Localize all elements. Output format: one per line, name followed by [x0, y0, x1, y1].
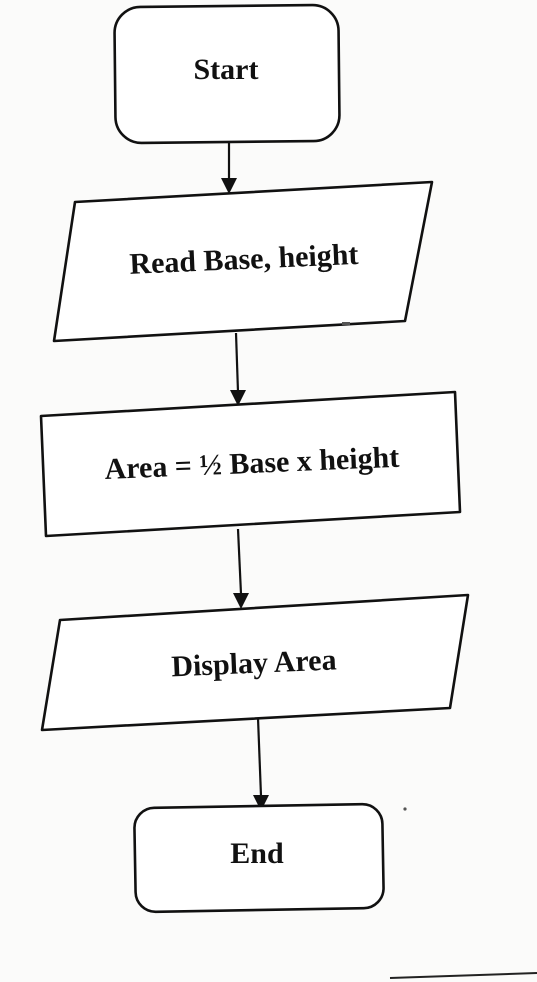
output-io-shape: [40, 593, 470, 732]
scan-speck: [403, 807, 407, 811]
arrow-input-to-process: [230, 332, 246, 406]
arrow-output-to-end: [253, 717, 269, 811]
scan-edge-rule: [389, 972, 537, 979]
start-terminator-shape: [113, 3, 341, 145]
process-node: Area = ½ Base x height: [39, 390, 462, 538]
arrow-process-to-output-line: [236, 528, 243, 595]
arrow-output-to-end-head: [253, 795, 269, 811]
end-label: End: [230, 837, 284, 870]
input-io-shape: [52, 180, 434, 343]
arrow-start-to-input: [221, 142, 237, 194]
process-rect-shape: [39, 390, 462, 538]
scan-speck: [342, 322, 350, 325]
end-node: End: [133, 802, 385, 914]
arrow-process-to-output: [233, 528, 249, 609]
start-node: Start: [113, 3, 341, 145]
output-node: Display Area: [40, 593, 470, 732]
arrow-start-to-input-head: [221, 178, 237, 194]
start-label: Start: [194, 53, 259, 86]
arrow-input-to-process-line: [234, 332, 240, 393]
end-terminator-shape: [133, 802, 385, 914]
input-node: Read Base, height: [52, 180, 434, 343]
arrow-input-to-process-head: [230, 390, 246, 406]
arrow-output-to-end-line: [256, 717, 263, 797]
arrow-process-to-output-head: [233, 593, 249, 609]
output-label: Display Area: [171, 643, 338, 683]
